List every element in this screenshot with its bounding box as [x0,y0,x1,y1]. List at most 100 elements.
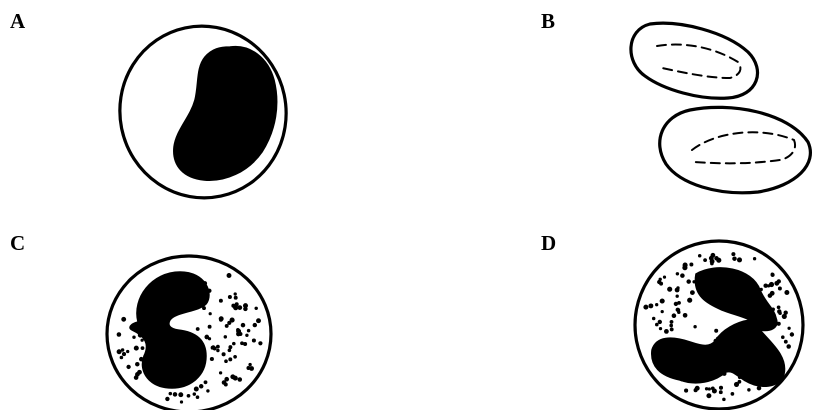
granule-dot [771,308,775,312]
granule-dot [687,298,692,303]
cell-c [107,256,271,410]
granule-dot [676,295,679,298]
granule-dot [648,303,653,308]
granule-dot [117,349,122,354]
granule-dot [751,320,755,324]
granule-dot [781,335,785,339]
granule-dot [765,306,769,310]
granule-dot [121,317,126,322]
granule-dot [714,356,719,361]
granule-dot [674,302,678,306]
granule-dot [225,324,229,328]
granule-dot [180,400,183,403]
granule-dot [770,291,775,296]
granule-dot [706,393,711,398]
granule-dot [652,353,656,357]
granule-dot [208,325,212,329]
granule-dot [690,290,695,295]
granule-dot [754,326,757,329]
granule-dot [787,327,790,330]
granule-dot [222,352,226,356]
granule-dot [224,359,228,363]
granule-dot [126,350,129,353]
granule-dot [165,397,169,401]
granule-dot [219,318,223,322]
granule-dot [134,375,139,380]
granule-dot [727,367,731,371]
granule-dot [230,374,235,379]
granule-dot [703,258,707,262]
granule-dot [232,342,236,346]
granule-dot [719,386,723,390]
granule-dot [714,339,718,343]
granule-dot [686,279,690,283]
granule-dot [207,289,211,293]
granule-dot [247,329,251,333]
granule-dot [254,307,257,310]
granule-dot [132,335,135,338]
cell-b-lower [660,107,811,192]
granule-dot [759,288,762,291]
granule-dot [667,287,672,292]
granule-dot [689,263,693,267]
granule-dot [228,345,232,349]
granule-dot [664,329,669,334]
granule-dot [258,341,262,345]
granule-dot [209,312,212,315]
granule-dot [731,392,735,396]
granule-dot [253,323,257,327]
granule-dot [659,327,662,330]
granule-dot [187,394,191,398]
granule-dot [784,340,788,344]
granule-dot [714,256,719,261]
granule-dot [256,318,261,323]
granule-dot [730,352,734,356]
granule-dot [705,387,708,390]
granule-dot [178,392,183,397]
granule-dot [240,341,244,345]
granule-dot [676,308,680,312]
granule-dot [711,373,715,377]
granule-dot [712,389,717,394]
granule-dot [236,332,241,337]
granule-dot [657,280,661,284]
granule-dot [139,357,144,362]
granule-dot [719,349,724,354]
granule-dot [194,387,199,392]
granule-dot [670,327,674,331]
granule-dot [653,348,657,352]
granule-dot [655,323,659,327]
granule-dot [227,273,232,278]
granule-dot [719,390,723,394]
granule-dot [669,324,673,328]
granule-dot [768,311,772,315]
granule-dot [661,310,664,313]
granule-dot [777,322,781,326]
granule-dot [228,357,232,361]
granule-dot [121,348,124,351]
granule-dot [774,281,779,286]
granule-dot [698,254,702,257]
granule-dot [693,325,696,328]
granule-dot [771,273,774,276]
granule-dot [169,392,172,395]
granule-dot [722,398,726,402]
granule-dot [235,302,239,306]
granule-dot [196,395,200,399]
granule-dot [173,392,178,397]
granule-dot [782,314,787,319]
granule-dot [120,356,124,360]
granule-dot [738,380,742,384]
granule-dot [757,386,762,391]
granule-dot [237,305,242,310]
granule-dot [245,334,248,337]
granule-dot [683,313,688,318]
granule-dot [675,288,680,293]
granule-dot [202,306,206,310]
granule-dot [670,320,674,324]
granule-dot [224,377,229,382]
granule-dot [694,388,698,392]
granule-dot [204,380,208,384]
granule-dot [219,299,223,303]
